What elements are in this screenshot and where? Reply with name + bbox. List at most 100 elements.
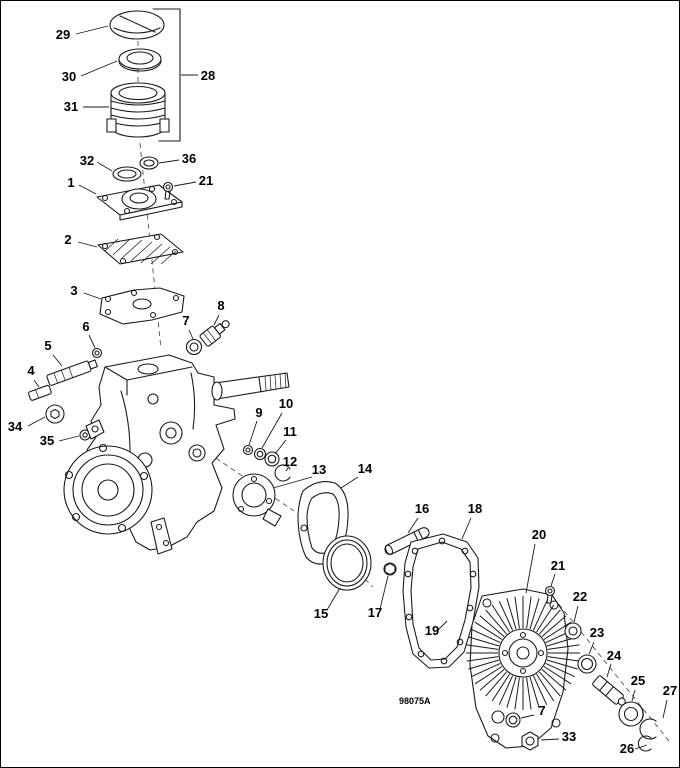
part-label-8: 8 bbox=[217, 298, 224, 313]
part-7-oring-top bbox=[185, 338, 203, 356]
part-16-tube bbox=[384, 527, 430, 555]
part-23-oring bbox=[577, 654, 597, 674]
part-29-cap bbox=[109, 10, 165, 40]
part-2-plate-gasket bbox=[97, 233, 184, 265]
leader-line-14 bbox=[340, 476, 359, 489]
part-label-15: 15 bbox=[314, 606, 328, 621]
part-label-28: 28 bbox=[201, 68, 215, 83]
leader-line-30 bbox=[80, 60, 118, 77]
part-label-2: 2 bbox=[64, 232, 71, 247]
leader-line-13 bbox=[272, 476, 313, 489]
leader-line-20 bbox=[525, 543, 536, 594]
leader-line-32 bbox=[96, 161, 113, 172]
part-13-bearing-carrier bbox=[232, 473, 282, 527]
leader-line-5 bbox=[52, 354, 63, 367]
part-label-34: 34 bbox=[8, 419, 23, 434]
leader-line-36 bbox=[158, 159, 180, 164]
leader-line-8 bbox=[213, 314, 220, 326]
part-6-oring bbox=[91, 347, 103, 359]
housing-output-shaft bbox=[211, 372, 290, 401]
leader-line-33 bbox=[540, 738, 560, 741]
part-15-seal-ring bbox=[322, 535, 372, 591]
part-label-5: 5 bbox=[44, 338, 51, 353]
part-31-canister bbox=[106, 82, 170, 138]
leader-line-22 bbox=[573, 605, 579, 623]
part-label-25: 25 bbox=[631, 673, 645, 688]
part-label-11: 11 bbox=[283, 424, 297, 439]
leader-line-34 bbox=[27, 416, 46, 427]
leader-line-11 bbox=[274, 439, 287, 455]
part-33-plug bbox=[521, 731, 539, 751]
part-11-ring bbox=[264, 451, 280, 467]
part-17-fitting bbox=[383, 562, 397, 576]
part-label-31: 31 bbox=[64, 99, 78, 114]
part-8-fitting bbox=[199, 320, 230, 347]
leader-line-26 bbox=[634, 744, 648, 750]
part-label-23: 23 bbox=[590, 625, 604, 640]
fan-blades bbox=[466, 596, 580, 710]
part-label-19: 19 bbox=[425, 623, 439, 638]
leader-line-19 bbox=[437, 620, 448, 631]
leader-line-3 bbox=[83, 292, 102, 300]
part-27-snap-ring bbox=[639, 718, 657, 740]
part-26-snap-ring bbox=[637, 735, 652, 752]
leader-line-16 bbox=[407, 517, 419, 534]
leader-line-21 bbox=[173, 181, 197, 187]
part-label-20: 20 bbox=[532, 527, 546, 542]
part-9-ring bbox=[242, 444, 254, 456]
leader-line-29 bbox=[75, 25, 109, 35]
part-label-21: 21 bbox=[551, 558, 565, 573]
leader-line-15 bbox=[326, 587, 341, 611]
leader-line-6 bbox=[88, 334, 96, 349]
leader-line-21 bbox=[550, 573, 556, 587]
part-12-snap-ring bbox=[274, 464, 291, 482]
housing-bell bbox=[63, 443, 153, 535]
part-label-32: 32 bbox=[80, 153, 94, 168]
part-21-bolt-top bbox=[162, 181, 174, 200]
part-22-washer bbox=[564, 622, 582, 640]
part-label-29: 29 bbox=[56, 27, 70, 42]
figure-code: 98075A bbox=[399, 696, 431, 706]
part-label-3: 3 bbox=[70, 283, 77, 298]
part-label-22: 22 bbox=[573, 589, 587, 604]
part-7-oring-bottom bbox=[505, 712, 521, 728]
leader-line-23 bbox=[588, 641, 595, 655]
part-label-36: 36 bbox=[182, 151, 196, 166]
part-label-35: 35 bbox=[40, 433, 54, 448]
leader-line-4 bbox=[33, 379, 40, 388]
part-label-6: 6 bbox=[82, 319, 89, 334]
part-label-26: 26 bbox=[620, 741, 634, 756]
part-25-bearing bbox=[618, 701, 644, 727]
part-36-oring bbox=[139, 156, 159, 170]
part-label-7: 7 bbox=[538, 703, 545, 718]
part-18-gasket bbox=[402, 533, 480, 669]
part-label-33: 33 bbox=[562, 729, 576, 744]
part-label-18: 18 bbox=[468, 501, 482, 516]
leader-line-7 bbox=[520, 714, 535, 719]
part-label-14: 14 bbox=[358, 461, 373, 476]
leader-line-9 bbox=[248, 420, 258, 446]
leader-line-1 bbox=[78, 184, 97, 195]
leader-line-27 bbox=[662, 699, 668, 719]
part-label-21: 21 bbox=[199, 173, 213, 188]
part-label-7: 7 bbox=[182, 313, 189, 328]
part-30-ring bbox=[118, 48, 162, 72]
part-3-gasket bbox=[99, 287, 185, 325]
part-label-1: 1 bbox=[67, 175, 74, 190]
part-label-12: 12 bbox=[283, 454, 297, 469]
part-24-valve-shaft bbox=[592, 675, 626, 706]
part-label-4: 4 bbox=[27, 363, 35, 378]
part-label-27: 27 bbox=[663, 683, 677, 698]
part-label-17: 17 bbox=[368, 605, 382, 620]
leader-line-7 bbox=[188, 329, 194, 340]
part-34-plug bbox=[45, 404, 65, 424]
leader-line-25 bbox=[631, 689, 636, 702]
bracket-28 bbox=[152, 8, 181, 142]
leader-line-2 bbox=[77, 241, 98, 248]
leader-line-12 bbox=[285, 467, 289, 472]
leader-line-24 bbox=[606, 663, 612, 678]
part-label-30: 30 bbox=[62, 69, 76, 84]
part-1-cover-plate bbox=[96, 184, 183, 221]
